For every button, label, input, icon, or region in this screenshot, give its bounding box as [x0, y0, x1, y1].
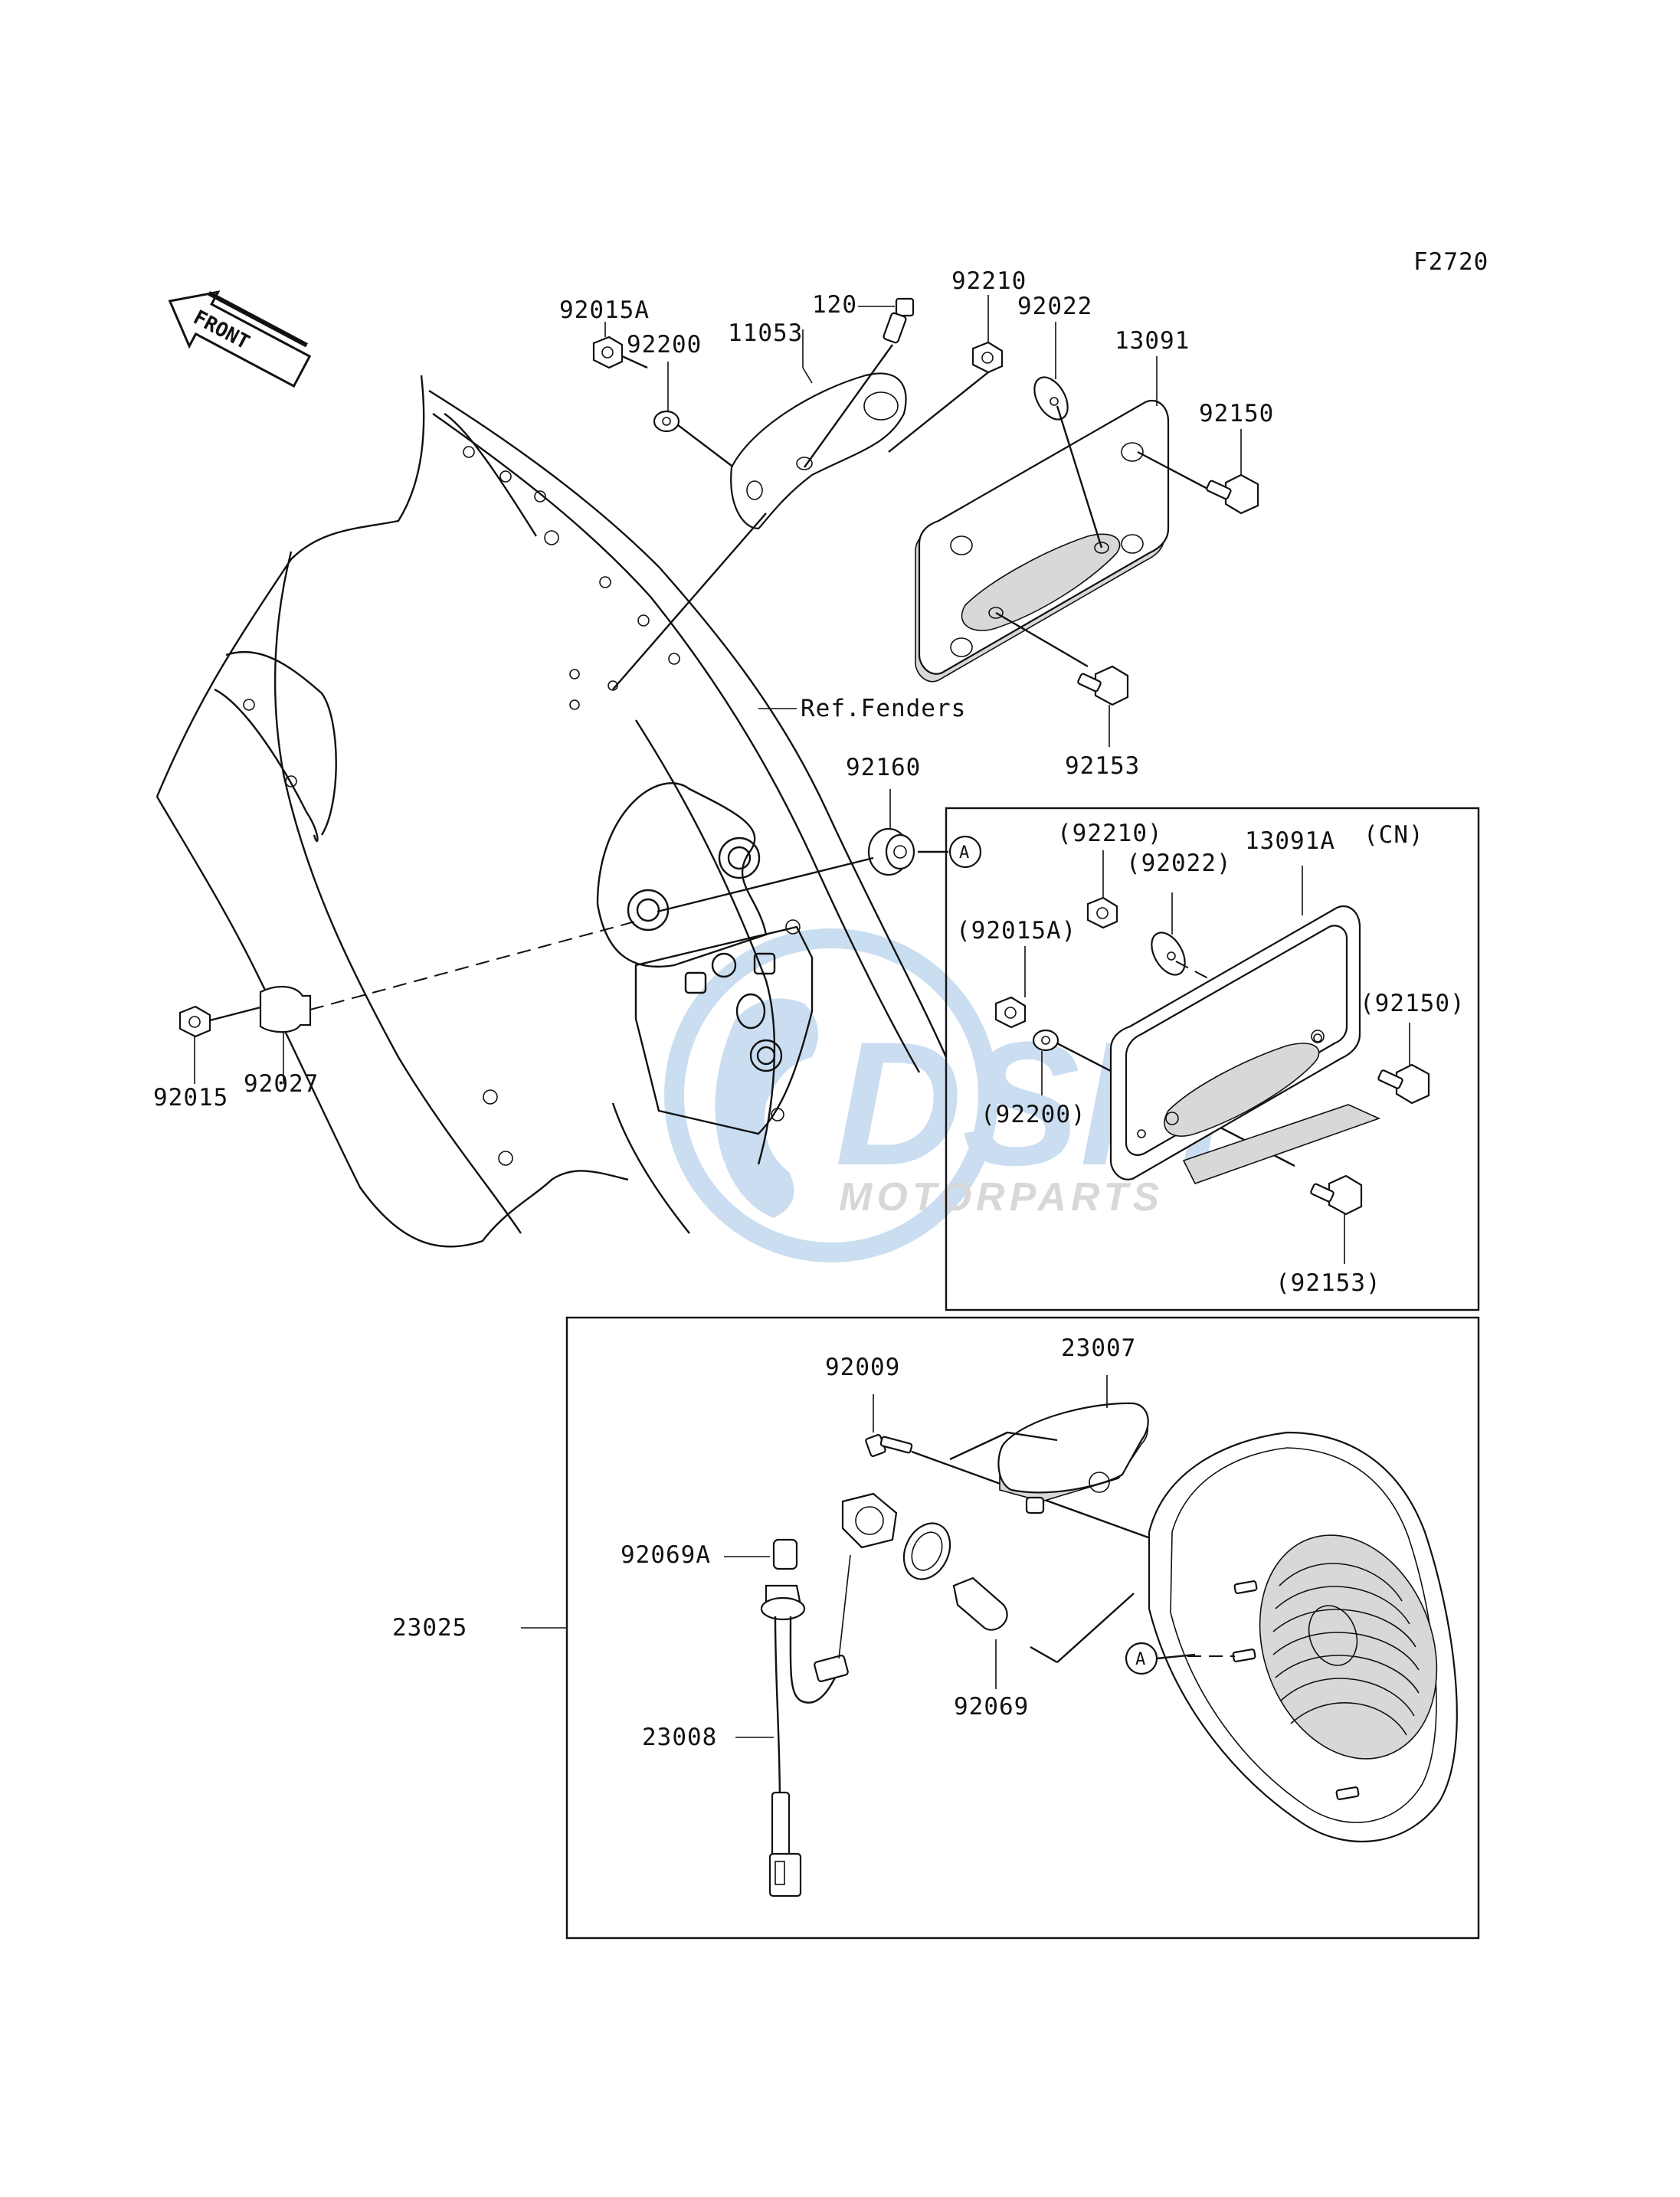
figure-code: F2720 — [1413, 248, 1488, 276]
label-92200: 92200 — [627, 331, 702, 359]
label-92160: 92160 — [846, 754, 921, 781]
label-13091: 13091 — [1115, 327, 1190, 355]
label-cn-92200: (92200) — [981, 1101, 1086, 1128]
label-92015: 92015 — [153, 1084, 228, 1112]
callout-a-lower-label: A — [1135, 1650, 1145, 1669]
rear-fender — [156, 375, 948, 1248]
label-cn-92210: (92210) — [1057, 820, 1163, 847]
label-23025: 23025 — [392, 1614, 467, 1642]
label-cn-92150: (92150) — [1360, 990, 1465, 1017]
label-23007: 23007 — [1061, 1334, 1136, 1362]
label-92069: 92069 — [954, 1693, 1029, 1721]
label-ref-fenders: Ref.Fenders — [801, 695, 966, 722]
watermark-sub: MOTORPARTS — [839, 1175, 1164, 1220]
front-arrow-icon: FRONT — [168, 290, 312, 388]
label-120: 120 — [812, 291, 857, 319]
label-cn-92015A: (92015A) — [956, 917, 1076, 945]
label-23008: 23008 — [642, 1724, 717, 1751]
callout-a-upper — [948, 835, 982, 869]
tail-lamp-box: A — [521, 1316, 1480, 1940]
watermark-continents — [715, 998, 818, 1218]
lamp-ribs — [1272, 1563, 1420, 1736]
label-92210: 92210 — [951, 267, 1027, 295]
label-92022: 92022 — [1017, 293, 1092, 320]
watermark-globe — [664, 928, 998, 1262]
label-92027: 92027 — [244, 1070, 319, 1098]
label-cn-92153: (92153) — [1276, 1269, 1381, 1297]
label-92069A: 92069A — [621, 1541, 711, 1569]
cn-variant-box — [945, 807, 1480, 1311]
upper-assembly: A — [178, 295, 1259, 1084]
label-cn-variant: (CN) — [1364, 821, 1424, 849]
label-92150: 92150 — [1199, 400, 1274, 427]
label-cn-13091A: 13091A — [1245, 827, 1335, 855]
label-cn-92022: (92022) — [1126, 850, 1232, 877]
label-92009: 92009 — [825, 1354, 900, 1381]
label-11053: 11053 — [728, 319, 803, 347]
label-92015A: 92015A — [559, 296, 650, 324]
label-92153: 92153 — [1065, 752, 1140, 780]
part-labels: 120 92210 92022 13091 92015A 92200 11053… — [153, 267, 1465, 1751]
callout-a-upper-label: A — [959, 843, 969, 863]
